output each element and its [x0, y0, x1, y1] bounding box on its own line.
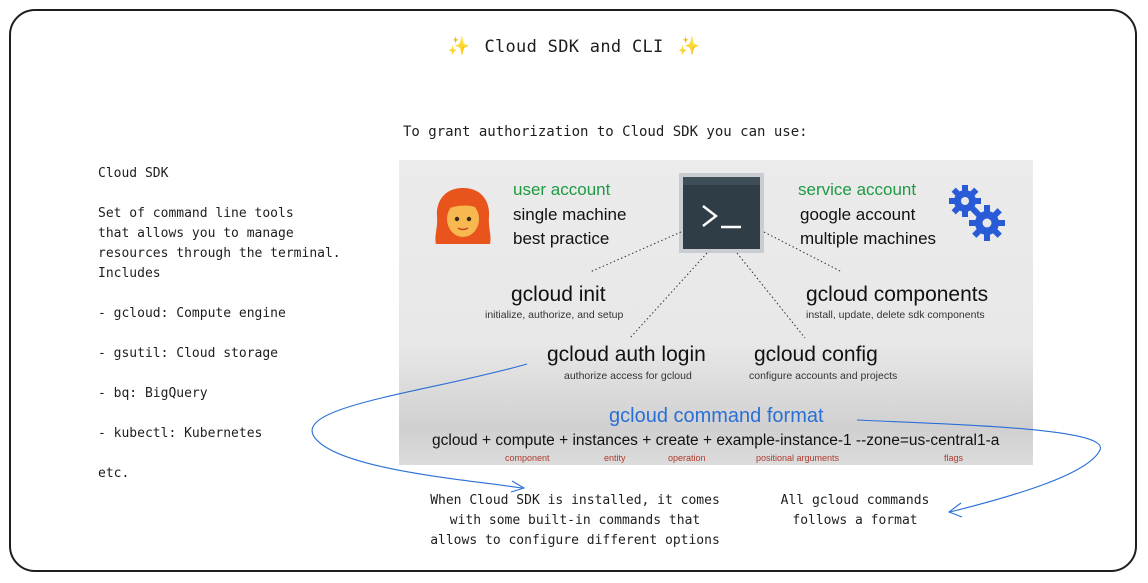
connector-line [736, 252, 806, 339]
grant-authorization-text: To grant authorization to Cloud SDK you … [403, 124, 808, 140]
format-label-entity: entity [604, 453, 626, 463]
connector-line [589, 231, 682, 273]
command-format-formula: gcloud + compute + instances + create + … [432, 432, 1000, 449]
service-account-line: google account [800, 205, 916, 224]
sparkles-icon: ✨ [677, 36, 701, 57]
format-label-component: component [505, 453, 550, 463]
arrow-to-format-note [856, 419, 1101, 513]
arrowhead [510, 480, 526, 493]
notes-item: - kubectl: Kubernetes [98, 426, 263, 441]
gcloud-auth-login-desc: authorize access for gcloud [564, 370, 692, 382]
gcloud-config-desc: configure accounts and projects [749, 370, 898, 382]
notes-line: resources through the terminal. [98, 246, 341, 261]
connector-line [629, 252, 708, 339]
arrowhead [947, 502, 963, 518]
notes-item: - bq: BigQuery [98, 386, 208, 401]
notes-heading: Cloud SDK [98, 166, 169, 181]
gcloud-init-desc: initialize, authorize, and setup [485, 309, 624, 321]
note-line: allows to configure different options [430, 533, 720, 548]
sparkles-icon: ✨ [447, 36, 471, 57]
notes-item: - gsutil: Cloud storage [98, 346, 279, 361]
notes-line: Set of command line tools [98, 206, 294, 221]
gcloud-components-desc: install, update, delete sdk components [806, 309, 985, 321]
user-account-line: best practice [513, 229, 610, 248]
format-label-operation: operation [668, 453, 706, 463]
user-avatar-icon [435, 188, 491, 244]
builtin-commands-note: When Cloud SDK is installed, it comes wi… [410, 491, 740, 551]
gcloud-init-command: gcloud init [511, 283, 606, 306]
connector-line [763, 231, 843, 273]
user-account-title: user account [513, 180, 611, 199]
note-line: All gcloud commands [780, 493, 930, 508]
cloud-sdk-notes: Cloud SDK Set of command line tools that… [98, 164, 341, 484]
notes-line: Includes [98, 266, 161, 281]
gears-icon [949, 185, 1005, 241]
note-line: with some built-in commands that [449, 513, 701, 528]
service-account-line: multiple machines [800, 229, 937, 248]
page-title: ✨ Cloud SDK and CLI ✨ [0, 36, 1148, 57]
command-format-note: All gcloud commands follows a format [765, 491, 945, 531]
gcloud-auth-login-command: gcloud auth login [547, 343, 706, 366]
gcloud-components-command: gcloud components [806, 283, 989, 306]
note-line: follows a format [792, 513, 918, 528]
format-label-flags: flags [944, 453, 964, 463]
title-text: Cloud SDK and CLI [484, 37, 664, 57]
notes-etc: etc. [98, 466, 130, 481]
canvas-frame [9, 9, 1137, 572]
format-label-positional-arguments: positional arguments [756, 453, 840, 463]
arrow-to-builtin-note [311, 363, 528, 489]
notes-line: that allows you to manage [98, 226, 294, 241]
command-format-title: gcloud command format [609, 405, 824, 427]
note-line: When Cloud SDK is installed, it comes [430, 493, 720, 508]
terminal-icon [679, 173, 764, 253]
service-account-title: service account [798, 180, 917, 199]
user-account-line: single machine [513, 205, 627, 224]
notes-item: - gcloud: Compute engine [98, 306, 286, 321]
gcloud-config-command: gcloud config [754, 343, 878, 366]
